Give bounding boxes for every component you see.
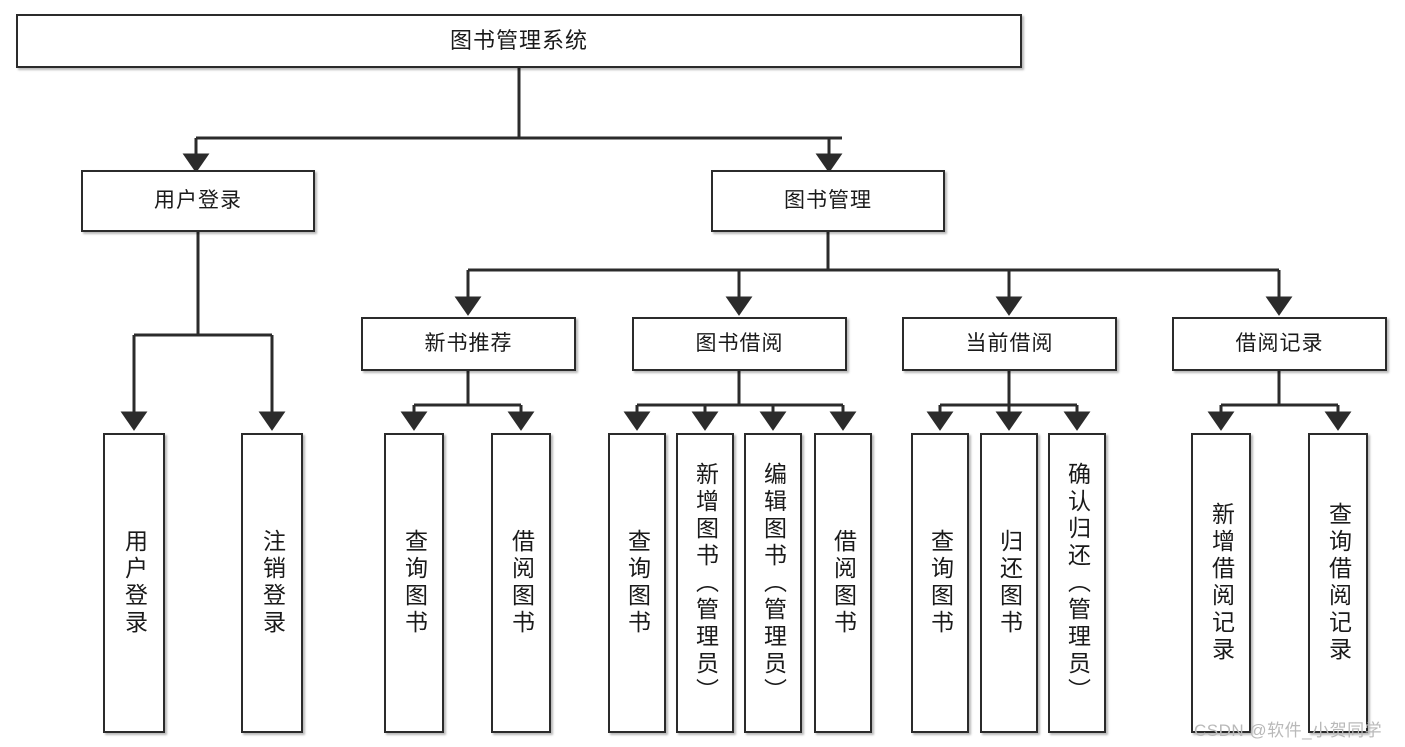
leaf-user-login-label: 用户登录 (121, 529, 148, 637)
node-current-borrow-label: 当前借阅 (965, 331, 1054, 355)
csdn-watermark: CSDN @软件_小贺同学 (1194, 721, 1383, 740)
node-new-book-recommend-label: 新书推荐 (424, 331, 513, 355)
node-borrow-record-label: 借阅记录 (1235, 331, 1324, 355)
leaf-cb-return-book[interactable]: 归还图书 (980, 433, 1038, 733)
leaf-bb-edit-book-label: 编辑图书（管理员） (760, 461, 787, 705)
node-book-borrow-label: 图书借阅 (695, 331, 784, 355)
leaf-bb-edit-book[interactable]: 编辑图书（管理员） (744, 433, 802, 733)
leaf-cb-confirm-return-label: 确认归还（管理员） (1064, 461, 1091, 705)
node-book-manage-label: 图书管理 (784, 188, 872, 212)
leaf-bb-borrow-book-label: 借阅图书 (830, 529, 857, 637)
leaf-logout-label: 注销登录 (259, 529, 286, 637)
leaf-br-add-record-label: 新增借阅记录 (1208, 502, 1235, 664)
leaf-cb-query-book[interactable]: 查询图书 (911, 433, 969, 733)
leaf-cb-confirm-return[interactable]: 确认归还（管理员） (1048, 433, 1106, 733)
leaf-bb-add-book[interactable]: 新增图书（管理员） (676, 433, 734, 733)
node-current-borrow[interactable]: 当前借阅 (902, 317, 1117, 371)
leaf-bb-borrow-book[interactable]: 借阅图书 (814, 433, 872, 733)
leaf-cb-query-book-label: 查询图书 (927, 529, 954, 637)
leaf-nb-query-book-label: 查询图书 (401, 529, 428, 637)
node-root-label: 图书管理系统 (449, 28, 588, 54)
node-book-borrow[interactable]: 图书借阅 (632, 317, 847, 371)
leaf-user-login[interactable]: 用户登录 (103, 433, 165, 733)
leaf-cb-return-book-label: 归还图书 (996, 529, 1023, 637)
node-root[interactable]: 图书管理系统 (16, 14, 1022, 68)
leaf-br-add-record[interactable]: 新增借阅记录 (1191, 433, 1251, 733)
leaf-nb-borrow-book-label: 借阅图书 (508, 529, 535, 637)
node-user-login[interactable]: 用户登录 (81, 170, 315, 232)
leaf-br-query-record-label: 查询借阅记录 (1325, 502, 1352, 664)
leaf-logout[interactable]: 注销登录 (241, 433, 303, 733)
node-borrow-record[interactable]: 借阅记录 (1172, 317, 1387, 371)
leaf-bb-add-book-label: 新增图书（管理员） (692, 461, 719, 705)
node-book-manage[interactable]: 图书管理 (711, 170, 945, 232)
node-user-login-label: 用户登录 (154, 188, 242, 212)
leaf-br-query-record[interactable]: 查询借阅记录 (1308, 433, 1368, 733)
leaf-nb-borrow-book[interactable]: 借阅图书 (491, 433, 551, 733)
leaf-bb-query-book-label: 查询图书 (624, 529, 651, 637)
leaf-bb-query-book[interactable]: 查询图书 (608, 433, 666, 733)
leaf-nb-query-book[interactable]: 查询图书 (384, 433, 444, 733)
node-new-book-recommend[interactable]: 新书推荐 (361, 317, 576, 371)
